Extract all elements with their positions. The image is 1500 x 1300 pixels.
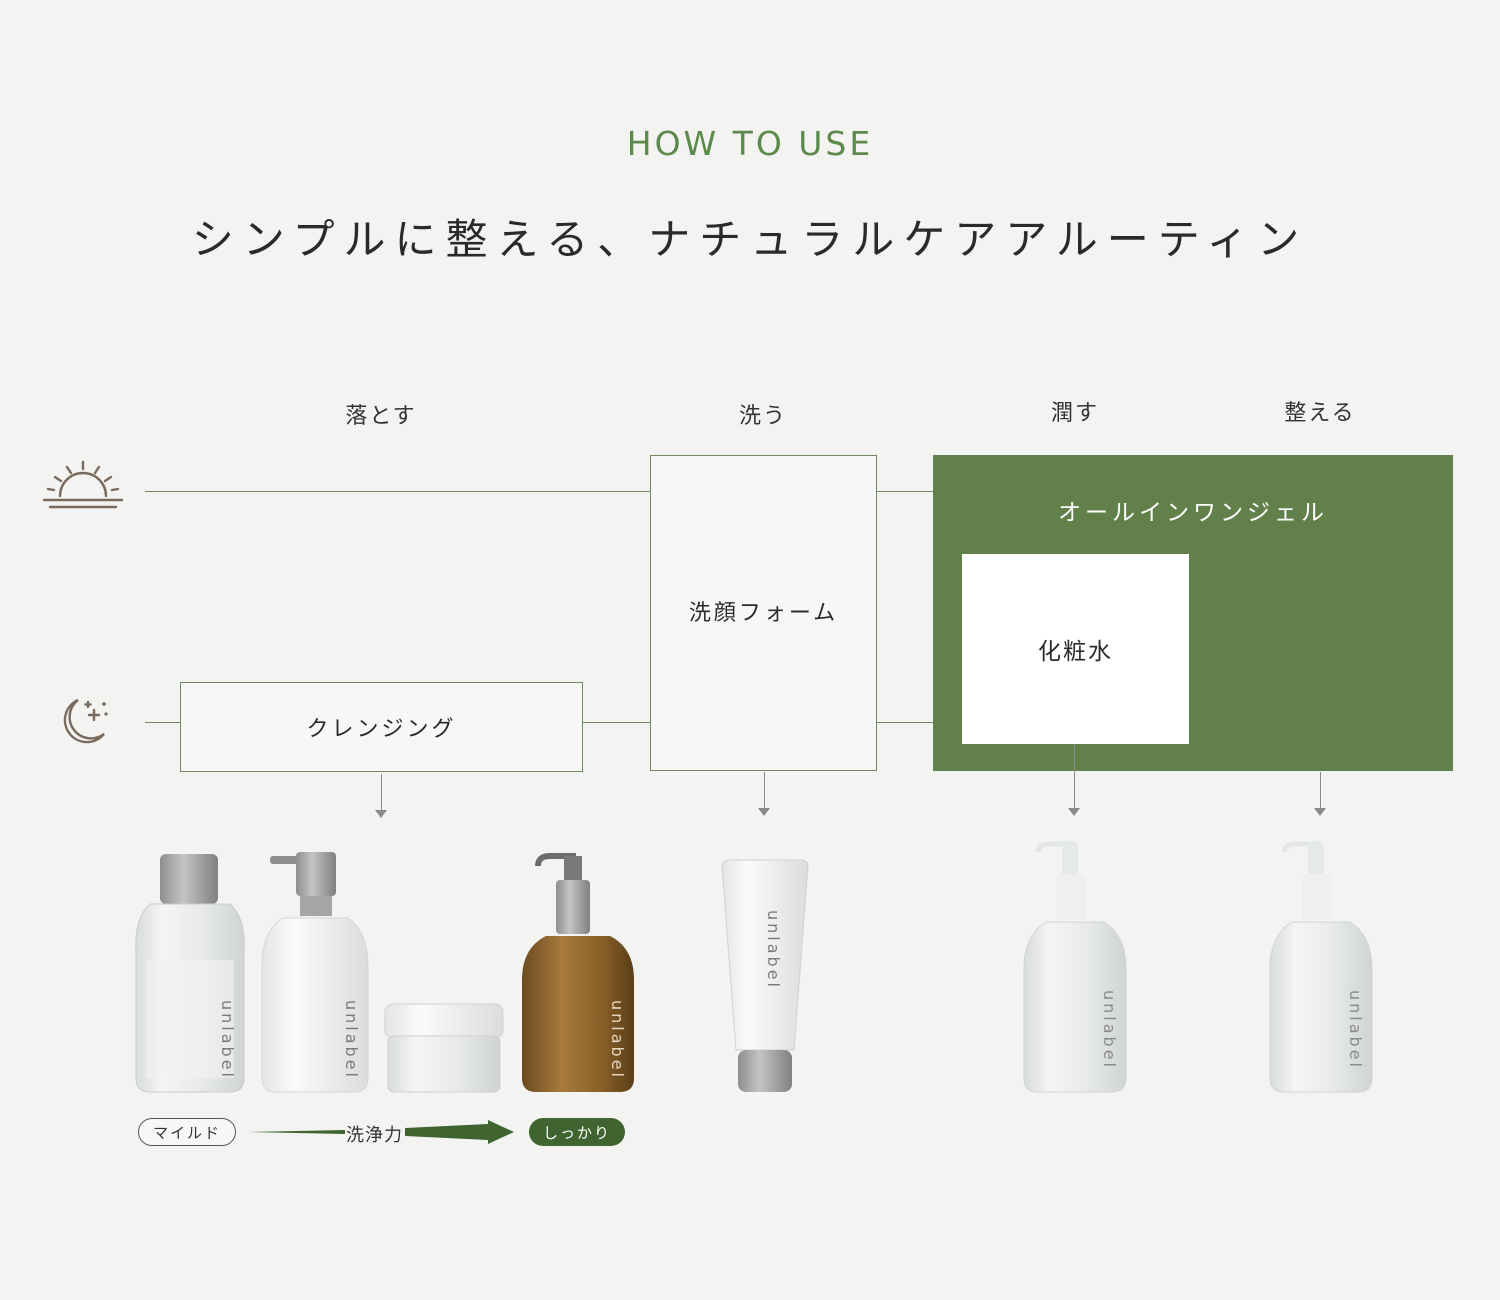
svg-text:unlabel: unlabel xyxy=(1346,990,1365,1070)
moon-stars-icon xyxy=(63,698,108,744)
lotion-label: 化粧水 xyxy=(1038,639,1113,665)
step-wash: 洗う xyxy=(738,404,787,429)
arrow-down-icon xyxy=(1068,808,1080,816)
lotion-box: 化粧水 xyxy=(962,554,1189,744)
product-lineup: unlabel unlabel unlabel unlabel unlabel xyxy=(135,841,1373,1093)
morning-timeline-line xyxy=(877,491,933,492)
cleansing-power-label: 洗浄力 xyxy=(346,1125,403,1146)
night-timeline-line xyxy=(877,722,933,723)
cleansing-box: クレンジング xyxy=(180,682,583,772)
svg-text:unlabel: unlabel xyxy=(608,1000,627,1080)
section-eyebrow: HOW TO USE xyxy=(626,124,874,163)
cleansing-power-arrow-icon xyxy=(250,1120,514,1144)
all-in-one-gel-label: オールインワンジェル xyxy=(1058,500,1328,526)
mild-badge: マイルド xyxy=(138,1118,236,1146)
product-cleansing-balm xyxy=(384,1003,504,1093)
mild-label: マイルド xyxy=(152,1123,221,1142)
arrow-down-icon xyxy=(1314,808,1326,816)
svg-text:unlabel: unlabel xyxy=(764,910,783,990)
all-in-one-gel-panel: オールインワンジェル 化粧水 xyxy=(933,455,1453,771)
face-wash-label: 洗顔フォーム xyxy=(688,601,839,626)
svg-text:unlabel: unlabel xyxy=(342,1000,361,1080)
sunrise-icon xyxy=(42,460,124,509)
svg-text:unlabel: unlabel xyxy=(218,1000,237,1080)
cleansing-label: クレンジング xyxy=(306,717,457,742)
section-headline: シンプルに整える、ナチュラルケアアルーティン xyxy=(191,215,1309,264)
step-condition: 整える xyxy=(1284,401,1356,426)
product-all-in-one-gel: unlabel xyxy=(1269,841,1373,1093)
face-wash-box: 洗顔フォーム xyxy=(650,455,877,771)
product-face-wash: unlabel xyxy=(721,859,809,1092)
step-moisturize: 潤す xyxy=(1050,401,1099,426)
product-cleansing-gel: unlabel xyxy=(261,852,369,1093)
arrow-line xyxy=(764,772,765,810)
product-cleansing-oil: unlabel xyxy=(522,853,634,1092)
arrow-line xyxy=(1074,744,1075,810)
night-timeline-line xyxy=(145,722,180,723)
night-timeline-line xyxy=(583,722,650,723)
arrow-down-icon xyxy=(758,808,770,816)
svg-text:unlabel: unlabel xyxy=(1100,990,1119,1070)
strong-label: しっかり xyxy=(542,1123,611,1142)
product-lotion: unlabel xyxy=(1023,841,1127,1093)
strong-badge: しっかり xyxy=(529,1118,625,1146)
product-cleansing-water: unlabel xyxy=(135,854,245,1093)
arrow-line xyxy=(1320,772,1321,810)
arrow-down-icon xyxy=(375,810,387,818)
morning-timeline-line xyxy=(145,491,650,492)
arrow-line xyxy=(381,774,382,812)
step-remove: 落とす xyxy=(345,404,417,429)
